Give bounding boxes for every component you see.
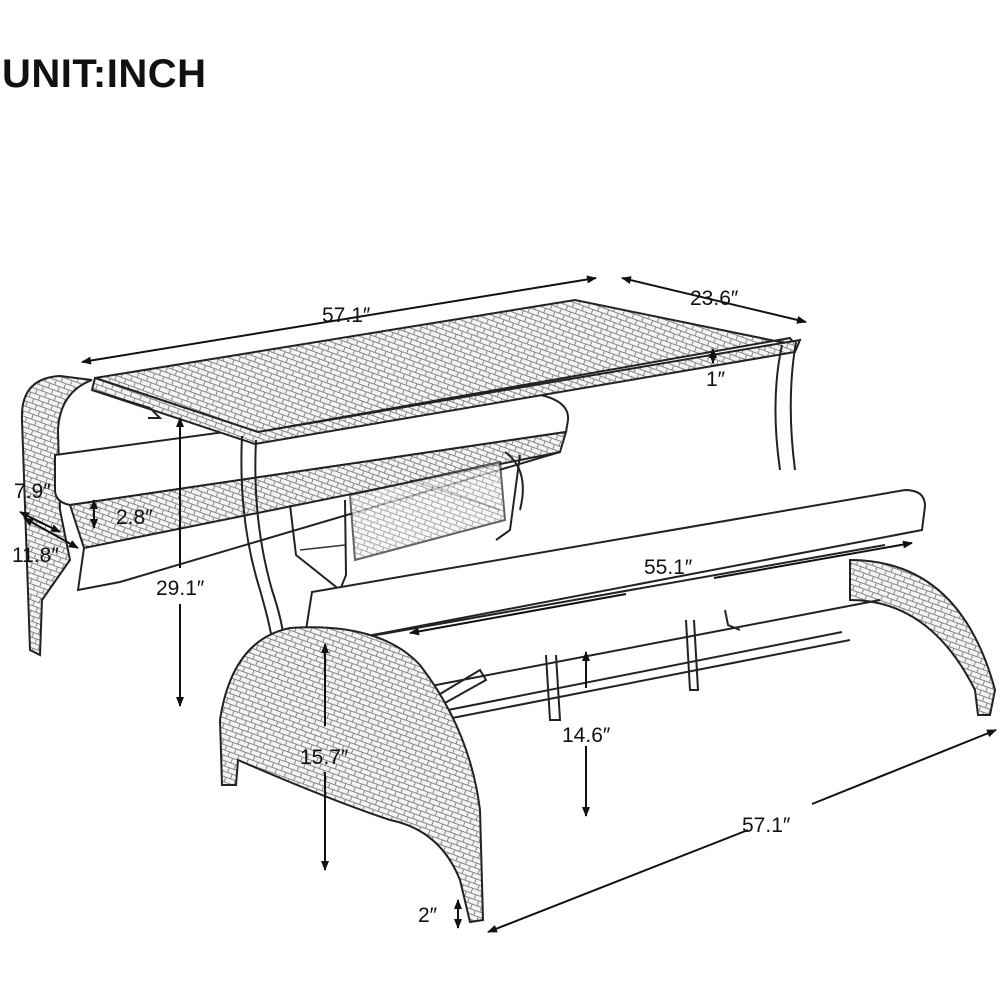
table-height-label: 29.1″	[156, 577, 205, 600]
table-thickness-label: 1″	[706, 368, 726, 391]
bench-end-height-label: 15.7″	[300, 746, 349, 769]
backrest-depth-label: 7.9″	[14, 480, 51, 503]
cushion-length-arrow-left	[409, 593, 627, 636]
front-bench-left-end	[218, 626, 485, 924]
armrest-depth-label: 11.8″	[12, 544, 59, 567]
bench-leg-height-label: 14.6″	[562, 724, 611, 747]
table-width-label: 23.6″	[690, 287, 739, 310]
table	[90, 298, 802, 641]
front-bench	[218, 488, 997, 924]
bench-length-arrow-right	[811, 729, 997, 805]
bench-length-label: 57.1″	[742, 814, 791, 837]
cushion-length-label: 55.1″	[644, 556, 693, 579]
front-bench-right-end	[849, 558, 997, 716]
armrest-depth-arrow	[23, 517, 79, 549]
dimension-annotations: 57.1″ 23.6″ 1″ 29.1″ 7.9″ 2.8″ 11.8″ 55	[12, 275, 997, 933]
foot-height-label: 2″	[418, 904, 438, 927]
table-length-label: 57.1″	[322, 304, 371, 327]
table-length-arrow	[81, 275, 597, 365]
armrest-height-label: 2.8″	[116, 506, 153, 529]
bench-length-arrow-left	[487, 829, 749, 933]
unit-title: UNIT:INCH	[2, 52, 207, 96]
table-width-arrow	[621, 276, 807, 324]
cushion-length-arrow-right	[713, 540, 913, 579]
